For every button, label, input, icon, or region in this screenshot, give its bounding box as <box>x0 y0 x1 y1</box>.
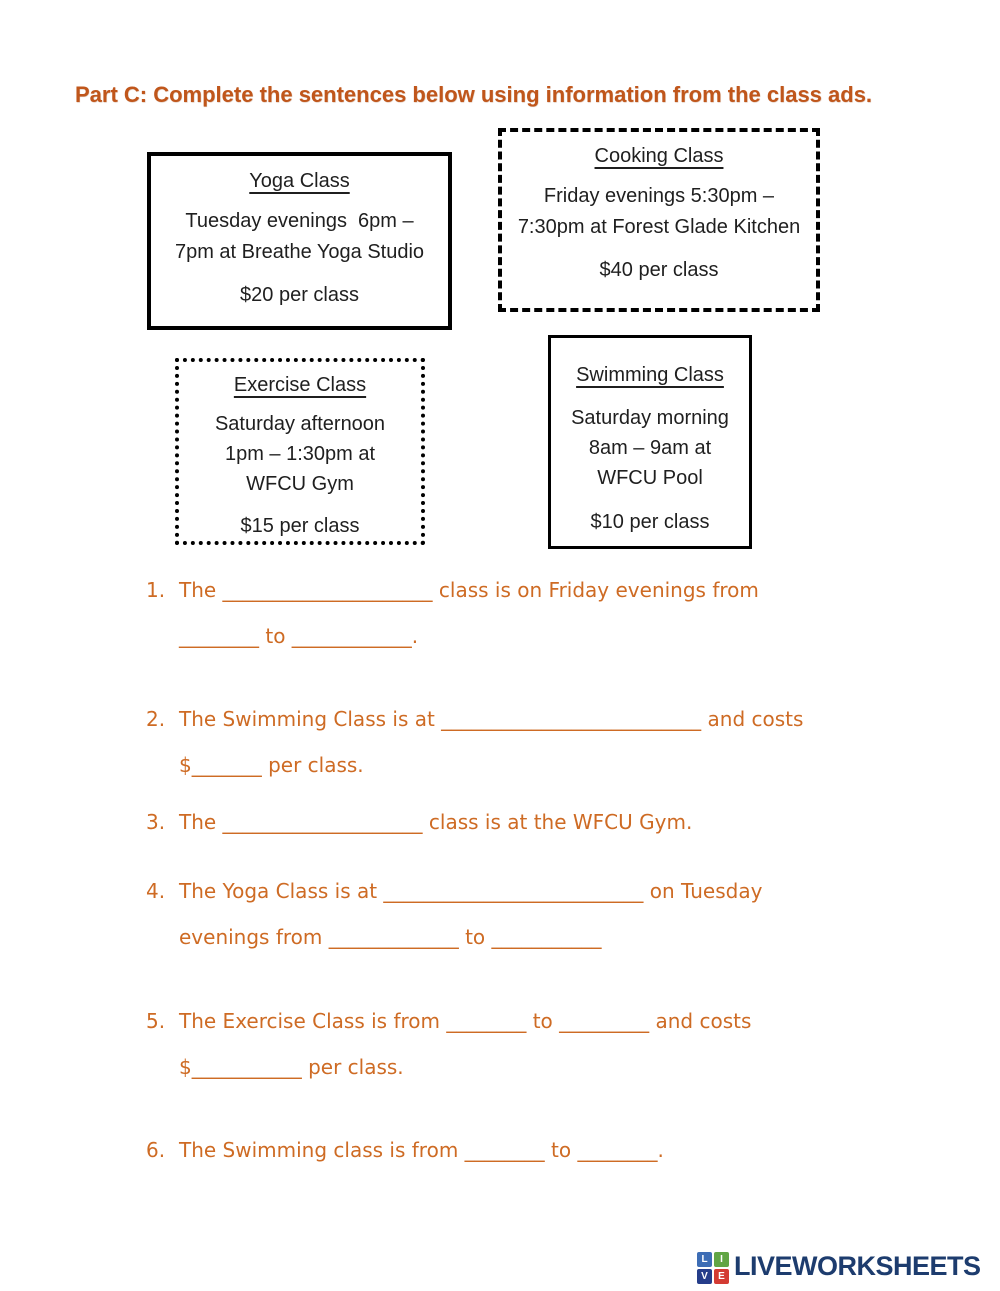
question-number: 1. <box>146 578 166 602</box>
logo-tile-e: E <box>714 1269 729 1284</box>
question-3: 3. The ____________________ class is at … <box>146 810 692 835</box>
ad-swimming-line: WFCU Pool <box>597 467 703 489</box>
ad-swimming-line: Saturday morning <box>571 407 729 429</box>
ad-cooking-class: Cooking Class Friday evenings 5:30pm – 7… <box>498 128 820 312</box>
page-title: Part C: Complete the sentences below usi… <box>75 82 873 107</box>
question-4-line-2[interactable]: evenings from _____________ to _________… <box>179 925 602 949</box>
question-number: 6. <box>146 1138 166 1162</box>
question-3-line-1[interactable]: The ____________________ class is at the… <box>179 810 693 834</box>
ad-swimming-heading: Swimming Class <box>576 364 724 386</box>
ad-cooking-line: Friday evenings 5:30pm – <box>543 185 775 207</box>
logo-tile-i: I <box>714 1252 729 1267</box>
question-2: 2. The Swimming Class is at ____________… <box>146 707 803 778</box>
ad-exercise-line: 1pm – 1:30pm at <box>224 443 376 465</box>
question-1-line-1[interactable]: The _____________________ class is on Fr… <box>179 578 759 602</box>
ad-cooking-heading: Cooking Class <box>594 145 724 167</box>
question-1-line-2[interactable]: ________ to ____________. <box>179 624 419 648</box>
ad-yoga-line: 7pm at Breathe Yoga Studio <box>174 241 425 263</box>
question-4: 4. The Yoga Class is at ________________… <box>146 879 762 950</box>
question-4-line-1[interactable]: The Yoga Class is at ___________________… <box>179 879 763 903</box>
question-number: 2. <box>146 707 166 731</box>
question-5: 5. The Exercise Class is from ________ t… <box>146 1009 751 1080</box>
ad-exercise-line: WFCU Gym <box>246 473 354 495</box>
ad-exercise-heading: Exercise Class <box>233 374 367 396</box>
question-2-line-2[interactable]: $_______ per class. <box>179 753 364 777</box>
ad-swimming-line: 8am – 9am at <box>588 437 712 459</box>
ad-yoga-line: Tuesday evenings 6pm – <box>185 210 414 232</box>
question-number: 3. <box>146 810 166 834</box>
question-6: 6. The Swimming class is from ________ t… <box>146 1138 664 1163</box>
ad-swimming-price: $10 per class <box>590 511 710 533</box>
logo-tile-v: V <box>697 1269 712 1284</box>
ad-exercise-class: Exercise Class Saturday afternoon 1pm – … <box>175 358 425 545</box>
ad-cooking-line: 7:30pm at Forest Glade Kitchen <box>517 216 801 238</box>
liveworksheets-logo[interactable]: L I V E LIVEWORKSHEETS <box>697 1248 981 1284</box>
ad-exercise-price: $15 per class <box>240 515 360 537</box>
liveworksheets-tiles-icon: L I V E <box>697 1252 729 1284</box>
question-1: 1. The _____________________ class is on… <box>146 578 759 649</box>
ad-swimming-class: Swimming Class Saturday morning 8am – 9a… <box>548 335 752 549</box>
question-number: 5. <box>146 1009 166 1033</box>
question-2-line-1[interactable]: The Swimming Class is at _______________… <box>179 707 804 731</box>
ad-yoga-class: Yoga Class Tuesday evenings 6pm – 7pm at… <box>147 152 452 330</box>
question-number: 4. <box>146 879 166 903</box>
ad-exercise-line: Saturday afternoon <box>214 413 386 435</box>
question-5-line-2[interactable]: $___________ per class. <box>179 1055 404 1079</box>
question-6-line-1[interactable]: The Swimming class is from ________ to _… <box>179 1138 664 1162</box>
liveworksheets-wordmark: LIVEWORKSHEETS <box>734 1250 981 1281</box>
logo-tile-l: L <box>697 1252 712 1267</box>
ad-cooking-price: $40 per class <box>599 259 719 281</box>
ad-yoga-price: $20 per class <box>240 284 359 306</box>
question-5-line-1[interactable]: The Exercise Class is from ________ to _… <box>179 1009 752 1033</box>
ad-yoga-heading: Yoga Class <box>249 170 350 192</box>
